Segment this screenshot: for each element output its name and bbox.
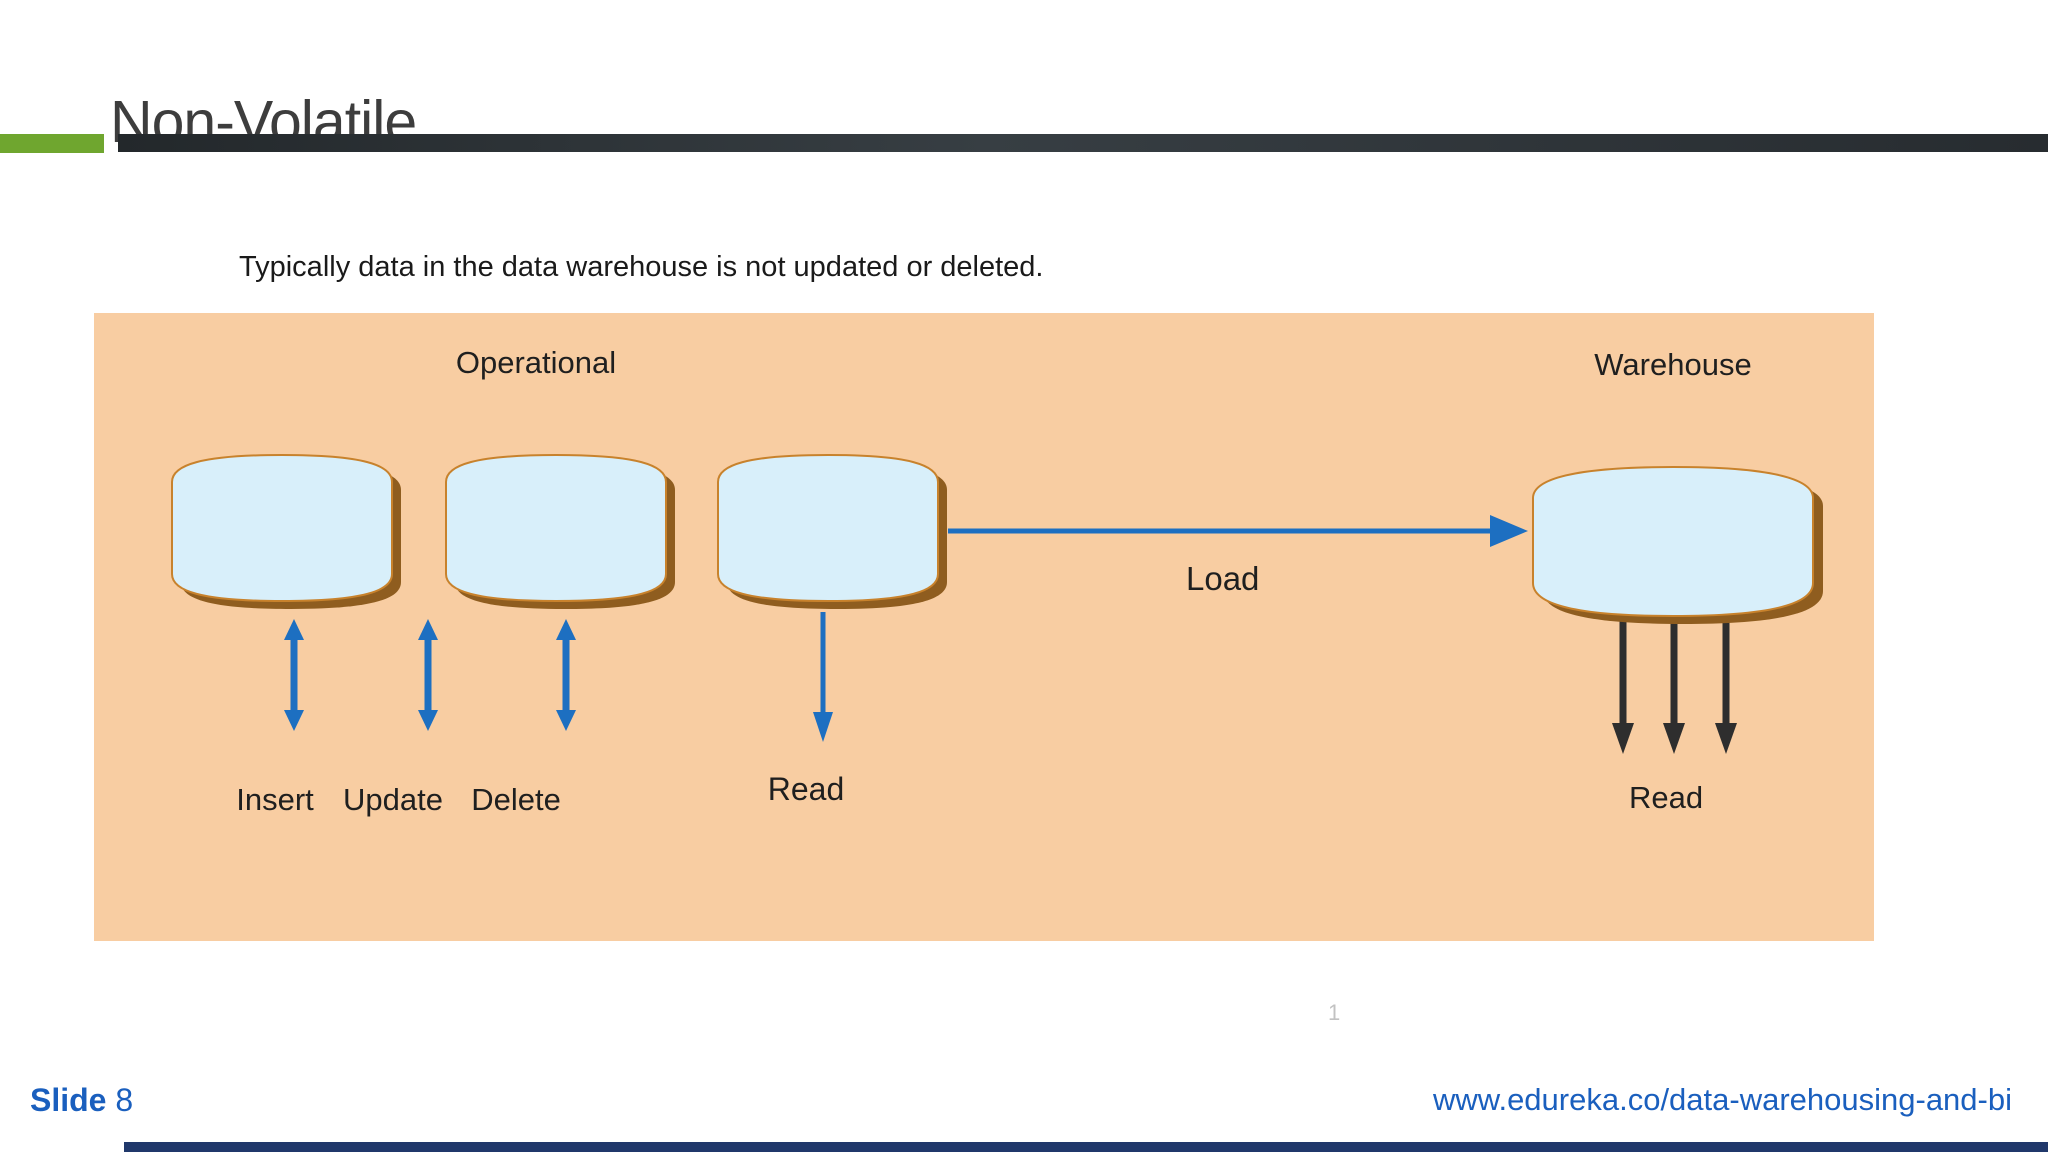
delete-label: Delete — [471, 782, 561, 817]
title-underline-bar — [118, 134, 2048, 152]
warehouse-cylinder — [1532, 465, 1823, 624]
green-accent-bar — [0, 134, 104, 153]
diagram-panel — [94, 313, 1874, 941]
slide-number-value: 8 — [115, 1082, 134, 1118]
delete-double-arrow-icon — [556, 619, 576, 731]
load-label: Load — [1186, 560, 1260, 597]
warehouse-label: Warehouse — [1594, 347, 1752, 382]
warehouse-read-arrow-icon-1 — [1612, 616, 1634, 754]
warehouse-read-arrow-icon-3 — [1715, 616, 1737, 754]
database-cylinder-2 — [445, 453, 675, 609]
update-double-arrow-icon — [418, 619, 438, 731]
load-arrow-icon — [948, 515, 1528, 547]
read-source-arrow-icon — [813, 612, 833, 742]
warehouse-read-arrow-icon-2 — [1663, 616, 1685, 754]
insert-double-arrow-icon — [284, 619, 304, 731]
operational-label: Operational — [455, 345, 617, 380]
update-label: Update — [343, 782, 443, 817]
insert-label: Insert — [236, 782, 314, 817]
slide-number-label: Slide — [30, 1082, 107, 1118]
bottom-navy-bar — [124, 1142, 2048, 1152]
watermark-digit: 1 — [1328, 1000, 1341, 1025]
database-cylinder-1 — [171, 453, 401, 609]
read-warehouse-label: Read — [1628, 780, 1704, 815]
subtitle-text: Typically data in the data warehouse is … — [239, 251, 1044, 283]
slide-number: Slide 8 — [30, 1082, 133, 1119]
read-source-label: Read — [767, 771, 845, 807]
course-url-link[interactable]: www.edureka.co/data-warehousing-and-bi — [1433, 1082, 2012, 1117]
database-cylinder-3 — [717, 453, 947, 609]
